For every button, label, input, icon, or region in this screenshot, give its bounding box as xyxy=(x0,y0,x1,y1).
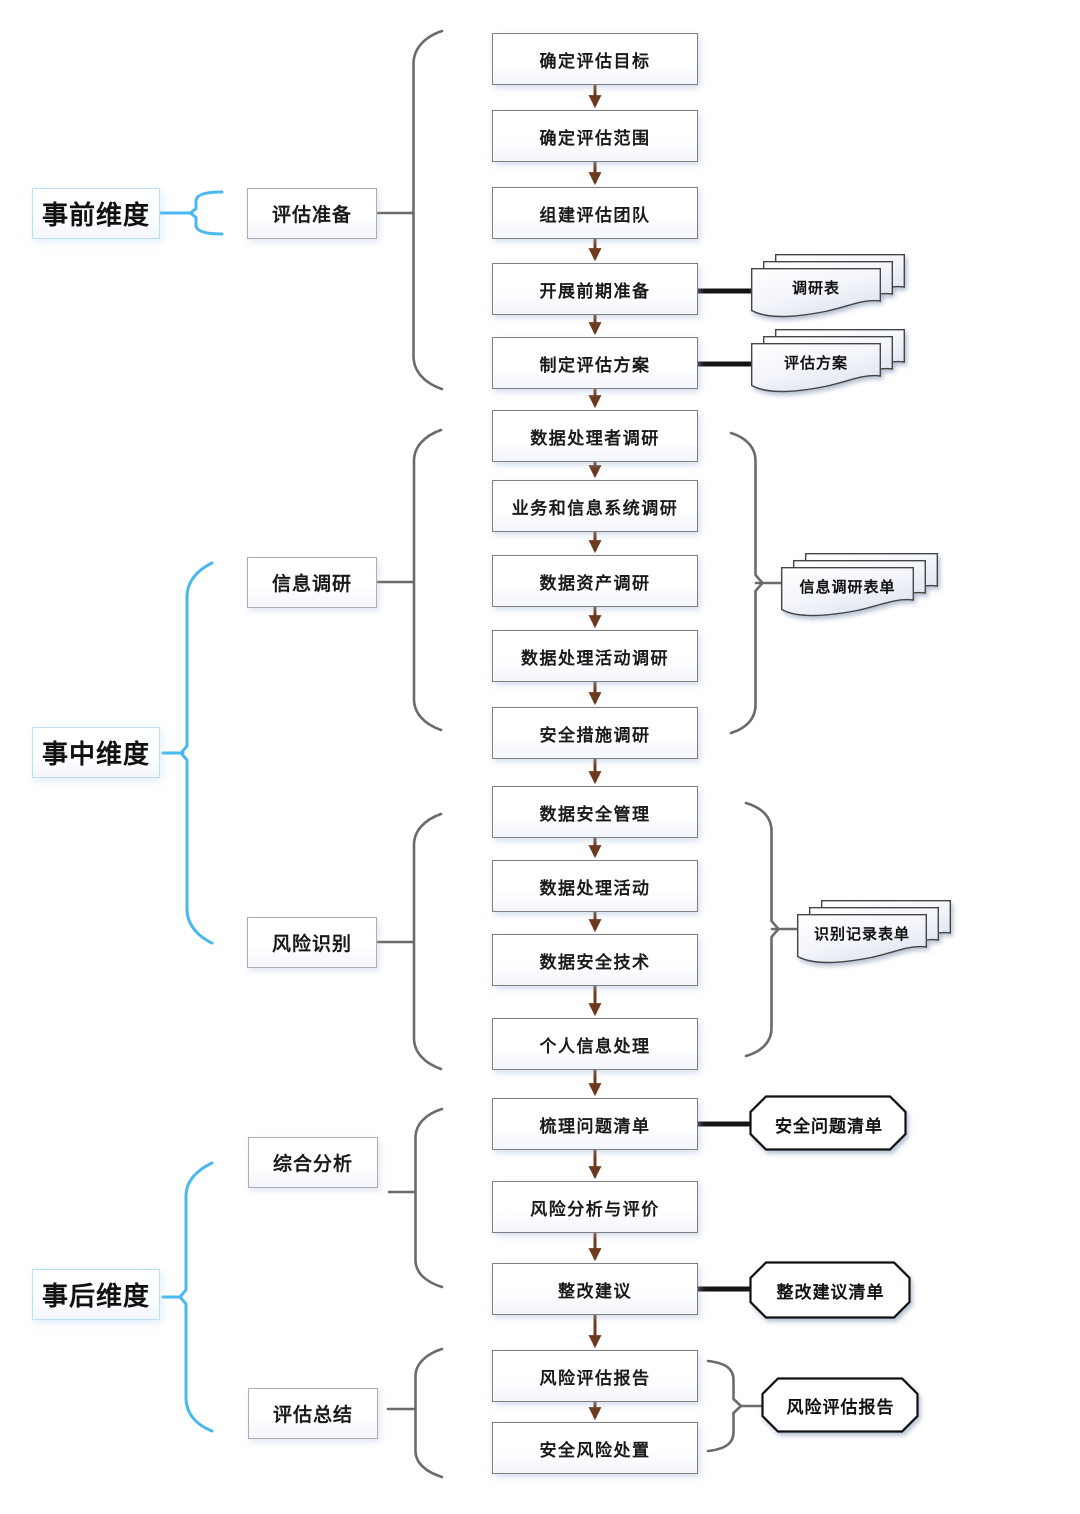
pre-dimension-brace xyxy=(188,190,224,236)
stage-preparation: 评估准备 xyxy=(247,188,377,239)
document-label: 调研表 xyxy=(791,279,840,297)
brace-summary-group xyxy=(414,1347,444,1479)
step-data-processing-activity: 数据处理活动 xyxy=(492,860,698,912)
step-issue-list: 梳理问题清单 xyxy=(492,1098,698,1150)
dimension-post: 事后维度 xyxy=(32,1269,160,1320)
dimension-pre: 事前维度 xyxy=(32,188,160,239)
step-risk-assessment-report: 风险评估报告 xyxy=(492,1350,698,1402)
document-label: 信息调研表单 xyxy=(799,578,896,596)
step-security-measures-survey: 安全措施调研 xyxy=(492,707,698,759)
document-identification-record-forms: 识别记录表单 xyxy=(796,898,962,976)
document-label: 识别记录表单 xyxy=(813,925,910,943)
brace-analysis-group xyxy=(414,1107,444,1289)
step-data-asset-survey: 数据资产调研 xyxy=(492,555,698,607)
output-security-issue-list: 安全问题清单 xyxy=(749,1095,909,1153)
step-define-target: 确定评估目标 xyxy=(492,33,698,85)
step-build-team: 组建评估团队 xyxy=(492,187,698,239)
step-data-security-management: 数据安全管理 xyxy=(492,786,698,838)
output-label: 整改建议清单 xyxy=(776,1283,885,1302)
step-risk-analysis-evaluation: 风险分析与评价 xyxy=(492,1181,698,1233)
step-rectification-advice: 整改建议 xyxy=(492,1263,698,1315)
step-make-assessment-plan: 制定评估方案 xyxy=(492,337,698,389)
document-assessment-plan: 评估方案 xyxy=(750,327,916,405)
mid-dimension-brace xyxy=(179,561,214,945)
step-personal-info-processing: 个人信息处理 xyxy=(492,1018,698,1070)
output-label: 安全问题清单 xyxy=(775,1116,883,1136)
step-processing-activity-survey: 数据处理活动调研 xyxy=(492,630,698,682)
stage-comprehensive-analysis: 综合分析 xyxy=(248,1137,378,1188)
output-risk-assessment-report: 风险评估报告 xyxy=(761,1377,920,1434)
step-data-processor-survey: 数据处理者调研 xyxy=(492,410,698,462)
document-info-survey-forms: 信息调研表单 xyxy=(780,551,950,629)
brace-info-survey-group xyxy=(412,428,443,732)
step-data-security-technology: 数据安全技术 xyxy=(492,934,698,986)
step-security-risk-disposal: 安全风险处置 xyxy=(492,1422,698,1474)
output-rectification-advice-list: 整改建议清单 xyxy=(749,1261,912,1320)
step-preliminary-preparation: 开展前期准备 xyxy=(492,263,698,315)
step-business-system-survey: 业务和信息系统调研 xyxy=(492,480,698,532)
dimension-mid: 事中维度 xyxy=(32,727,160,778)
brace-preparation-group xyxy=(412,29,444,391)
stage-info-survey: 信息调研 xyxy=(247,557,377,608)
document-survey-form: 调研表 xyxy=(750,252,916,330)
brace-risk-identification-group xyxy=(412,812,443,1071)
document-label: 评估方案 xyxy=(783,354,848,372)
output-label: 风险评估报告 xyxy=(786,1398,895,1417)
step-define-scope: 确定评估范围 xyxy=(492,110,698,162)
stage-summary: 评估总结 xyxy=(248,1388,378,1439)
post-dimension-brace xyxy=(178,1161,214,1433)
brace-to-risk-report xyxy=(706,1359,743,1453)
stage-risk-identification: 风险识别 xyxy=(247,917,377,968)
